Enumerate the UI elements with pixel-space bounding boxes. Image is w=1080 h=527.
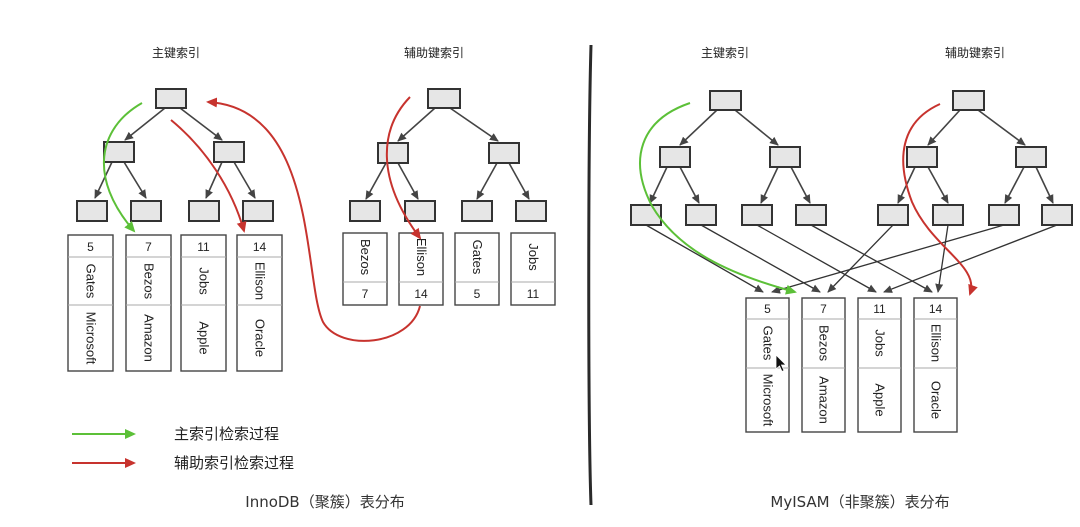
tree-node <box>1041 204 1073 226</box>
record-company: Oracle <box>929 381 944 419</box>
tree-node <box>155 88 187 109</box>
innodb-primary-lookup-path <box>170 119 247 233</box>
mouse-cursor-icon <box>775 354 787 373</box>
innodb-secondary-leaf-3: Jobs 11 <box>510 232 556 306</box>
record-company: Amazon <box>817 376 832 424</box>
secondary-key: Jobs <box>526 243 541 271</box>
tree-node <box>709 90 742 111</box>
secondary-pk: 5 <box>474 287 481 301</box>
tree-node <box>769 146 801 168</box>
tree-node <box>932 204 964 226</box>
record-id: 7 <box>820 302 827 316</box>
record-id: 11 <box>873 302 886 316</box>
legend-red-label: 辅助索引检索过程 <box>174 454 294 472</box>
record-id: 14 <box>253 240 267 254</box>
tree-node <box>130 200 162 222</box>
innodb-primary-leaf-2: 11 Jobs Apple <box>180 234 227 372</box>
record-name: Bezos <box>142 263 157 300</box>
secondary-pk: 11 <box>527 287 540 301</box>
tree-node <box>877 204 909 226</box>
tree-node <box>213 141 245 163</box>
innodb-caption: InnoDB（聚簇）表分布 <box>245 493 404 511</box>
tree-node <box>427 88 461 109</box>
innodb-secondary-leaf-1: Ellison 14 <box>398 232 444 306</box>
myisam-record-0: 5 Gates Microsoft <box>745 297 790 433</box>
innodb-secondary-leaf-2: Gates 5 <box>454 232 500 306</box>
innodb-primary-tree-edges <box>94 107 256 199</box>
tree-node <box>188 200 220 222</box>
tree-node <box>685 204 717 226</box>
tree-node <box>630 204 662 226</box>
myisam-record-1: 7 Bezos Amazon <box>801 297 846 433</box>
myisam-secondary-tree-nodes <box>877 90 1073 226</box>
myisam-secondary-title: 辅助键索引 <box>945 46 1005 60</box>
myisam-record-2: 11 Jobs Apple <box>857 297 902 433</box>
record-company: Amazon <box>142 314 157 362</box>
innodb-primary-leaf-0: 5 Gates Microsoft <box>67 234 114 372</box>
record-company: Microsoft <box>761 374 776 427</box>
tree-node <box>659 146 691 168</box>
innodb-primary-leaf-3: 14 Ellison Oracle <box>236 234 283 372</box>
innodb-primary-tree-nodes <box>76 88 274 222</box>
innodb-primary-search-path <box>102 102 143 233</box>
legend: 主索引检索过程 辅助索引检索过程 <box>72 425 294 472</box>
innodb-secondary-tree-edges <box>365 107 530 200</box>
tree-node <box>488 142 520 164</box>
secondary-key: Ellison <box>414 238 429 276</box>
innodb-secondary-title: 辅助键索引 <box>404 46 464 60</box>
record-id: 5 <box>87 240 94 254</box>
record-id: 5 <box>764 302 771 316</box>
record-name: Bezos <box>817 325 832 362</box>
tree-node <box>515 200 547 222</box>
record-company: Microsoft <box>84 312 99 365</box>
tree-node <box>741 204 773 226</box>
record-company: Oracle <box>253 319 268 357</box>
tree-node <box>349 200 381 222</box>
innodb-primary-leaf-1: 7 Bezos Amazon <box>125 234 172 372</box>
tree-node <box>103 141 135 163</box>
myisam-primary-tree-edges <box>649 109 811 204</box>
myisam-primary-tree-nodes <box>630 90 827 226</box>
record-id: 14 <box>929 302 943 316</box>
record-name: Gates <box>84 264 99 299</box>
record-id: 7 <box>145 240 152 254</box>
legend-green-label: 主索引检索过程 <box>174 425 279 443</box>
innodb-secondary-search-path <box>385 96 422 240</box>
tree-node <box>404 200 436 222</box>
myisam-caption: MyISAM（非聚簇）表分布 <box>770 493 949 511</box>
tree-node <box>461 200 493 222</box>
innodb-secondary-tree-nodes <box>349 88 547 222</box>
record-name: Ellison <box>253 262 268 300</box>
secondary-pk: 14 <box>414 287 428 301</box>
record-name: Gates <box>761 326 776 361</box>
myisam-record-pointers <box>645 224 1058 294</box>
tree-node <box>952 90 985 111</box>
record-id: 11 <box>197 240 210 254</box>
tree-node <box>795 204 827 226</box>
tree-node <box>377 142 409 164</box>
myisam-secondary-search-path <box>902 103 978 296</box>
secondary-key: Bezos <box>358 239 373 276</box>
innodb-primary-title: 主键索引 <box>152 46 200 60</box>
tree-node <box>988 204 1020 226</box>
tree-node <box>1015 146 1047 168</box>
record-name: Jobs <box>197 267 212 295</box>
myisam-record-3: 14 Ellison Oracle <box>913 297 958 433</box>
myisam-primary-search-path <box>639 102 797 295</box>
secondary-pk: 7 <box>362 287 369 301</box>
tree-node <box>242 200 274 222</box>
tree-node <box>906 146 938 168</box>
secondary-key: Gates <box>470 240 485 275</box>
record-name: Jobs <box>873 329 888 357</box>
panel-divider <box>587 44 593 506</box>
record-company: Apple <box>873 383 888 416</box>
innodb-secondary-leaf-0: Bezos 7 <box>342 232 388 306</box>
tree-node <box>76 200 108 222</box>
innodb-back-to-primary-path <box>206 97 421 342</box>
record-name: Ellison <box>929 324 944 362</box>
myisam-primary-title: 主键索引 <box>701 46 749 60</box>
record-company: Apple <box>197 321 212 354</box>
